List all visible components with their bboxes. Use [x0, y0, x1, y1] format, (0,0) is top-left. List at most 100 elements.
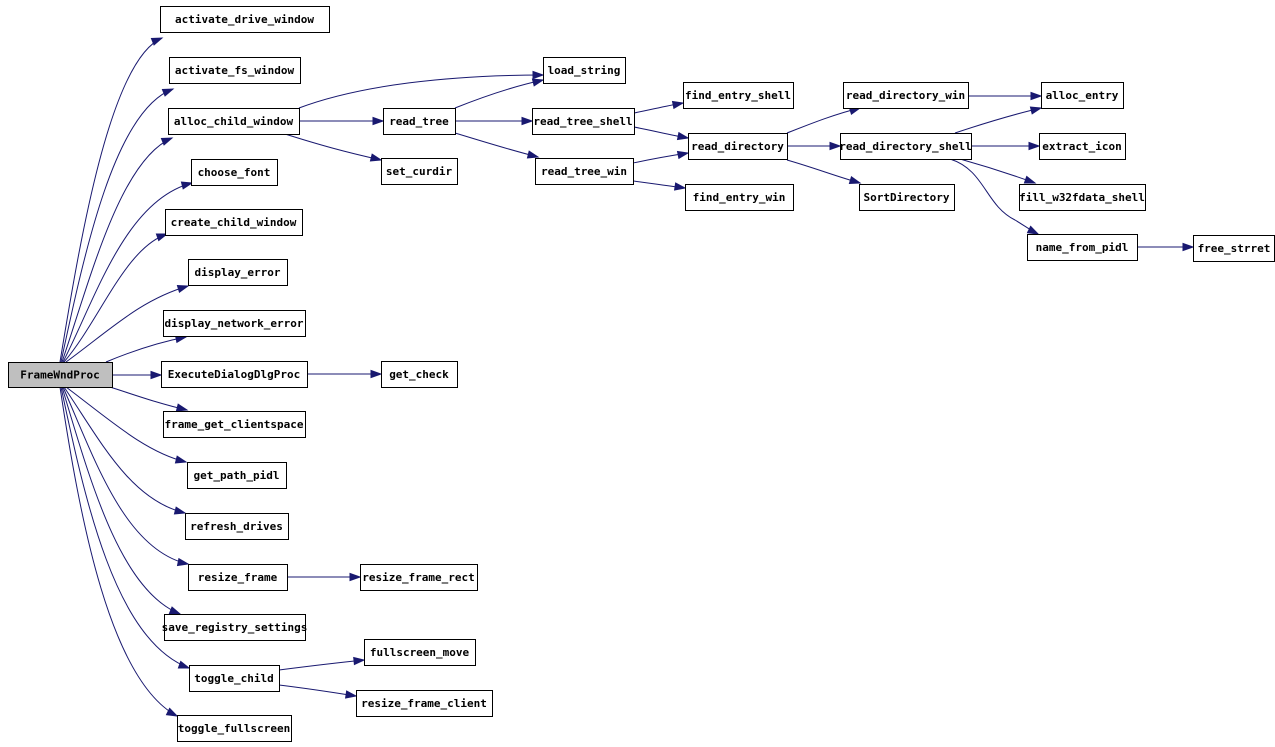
node-SortDirectory[interactable]: SortDirectory: [859, 184, 955, 211]
node-label: refresh_drives: [190, 520, 283, 533]
node-fill_w32fdata_shell[interactable]: fill_w32fdata_shell: [1019, 184, 1146, 211]
node-resize_frame[interactable]: resize_frame: [188, 564, 288, 591]
node-box[interactable]: [840, 133, 972, 160]
node-label: read_tree: [389, 115, 449, 128]
edge-resize_frame-to-resize_frame_rect: [287, 572, 362, 582]
node-find_entry_win[interactable]: find_entry_win: [685, 184, 794, 211]
node-save_registry_settings[interactable]: save_registry_settings: [162, 614, 308, 641]
node-alloc_child_window[interactable]: alloc_child_window: [168, 108, 300, 135]
arrowhead-icon: [848, 175, 862, 185]
node-box[interactable]: [381, 361, 458, 388]
node-box[interactable]: [532, 108, 635, 135]
node-display_error[interactable]: display_error: [188, 259, 288, 286]
edge-read_directory-to-read_directory_win: [786, 106, 862, 134]
node-box[interactable]: [163, 310, 306, 337]
node-frame_get_clientspace[interactable]: frame_get_clientspace: [163, 411, 306, 438]
arrowhead-icon: [370, 369, 383, 379]
node-box[interactable]: [163, 411, 306, 438]
edge-line: [786, 107, 861, 134]
edge-read_directory_shell-to-alloc_entry: [954, 106, 1043, 134]
node-box[interactable]: [187, 462, 287, 489]
node-read_tree_shell[interactable]: read_tree_shell: [532, 108, 635, 135]
edge-line: [59, 386, 178, 717]
node-read_directory[interactable]: read_directory: [688, 133, 788, 160]
node-box[interactable]: [364, 639, 476, 666]
node-get_path_pidl[interactable]: get_path_pidl: [187, 462, 287, 489]
edge-line: [786, 159, 861, 184]
node-FrameWndProc[interactable]: FrameWndProc: [8, 362, 113, 388]
node-box[interactable]: [191, 159, 278, 186]
node-box[interactable]: [168, 108, 300, 135]
node-label: toggle_child: [194, 672, 273, 685]
node-box[interactable]: [535, 158, 634, 185]
node-box[interactable]: [685, 184, 794, 211]
node-box[interactable]: [1041, 82, 1124, 109]
node-read_directory_shell[interactable]: read_directory_shell: [839, 133, 972, 160]
node-read_directory_win[interactable]: read_directory_win: [843, 82, 969, 109]
edge-FrameWndProc-to-get_path_pidl: [65, 386, 188, 464]
node-box[interactable]: [188, 564, 288, 591]
node-find_entry_shell[interactable]: find_entry_shell: [683, 82, 794, 109]
node-label: read_tree_shell: [533, 115, 632, 128]
node-box[interactable]: [360, 564, 478, 591]
node-box[interactable]: [383, 108, 456, 135]
edge-FrameWndProc-to-toggle_fullscreen: [59, 386, 179, 717]
node-box[interactable]: [859, 184, 955, 211]
node-box[interactable]: [189, 665, 280, 692]
node-box[interactable]: [543, 57, 626, 84]
node-box[interactable]: [185, 513, 289, 540]
root-node-box[interactable]: [8, 362, 113, 388]
node-toggle_fullscreen[interactable]: toggle_fullscreen: [177, 715, 292, 742]
node-box[interactable]: [160, 6, 330, 33]
edge-line: [65, 285, 189, 363]
node-box[interactable]: [683, 82, 794, 109]
node-box[interactable]: [164, 614, 306, 641]
node-box[interactable]: [188, 259, 288, 286]
node-read_tree_win[interactable]: read_tree_win: [535, 158, 634, 185]
node-box[interactable]: [1027, 234, 1138, 261]
edge-read_tree-to-read_tree_win: [454, 132, 540, 159]
node-box[interactable]: [161, 361, 308, 388]
node-label: fullscreen_move: [370, 646, 470, 659]
node-box[interactable]: [688, 133, 788, 160]
arrowhead-icon: [160, 137, 174, 146]
node-box[interactable]: [1019, 184, 1146, 211]
node-fullscreen_move[interactable]: fullscreen_move: [364, 639, 476, 666]
node-choose_font[interactable]: choose_font: [191, 159, 278, 186]
edge-alloc_child_window-to-read_tree: [299, 116, 385, 126]
edge-toggle_child-to-resize_frame_client: [278, 684, 358, 699]
edge-FrameWndProc-to-choose_font: [62, 181, 194, 363]
node-alloc_entry[interactable]: alloc_entry: [1041, 82, 1124, 109]
node-box[interactable]: [1039, 133, 1126, 160]
arrowhead-icon: [353, 656, 366, 666]
node-extract_icon[interactable]: extract_icon: [1039, 133, 1126, 160]
node-activate_drive_window[interactable]: activate_drive_window: [160, 6, 330, 33]
node-resize_frame_client[interactable]: resize_frame_client: [356, 690, 493, 717]
node-box[interactable]: [169, 57, 301, 84]
node-label: alloc_child_window: [174, 115, 294, 128]
arrowhead-icon: [161, 88, 175, 97]
node-box[interactable]: [1193, 235, 1275, 262]
node-label: create_child_window: [171, 216, 297, 229]
node-load_string[interactable]: load_string: [543, 57, 626, 84]
arrowhead-icon: [150, 37, 164, 46]
node-ExecuteDialogDlgProc[interactable]: ExecuteDialogDlgProc: [161, 361, 308, 388]
node-display_network_error[interactable]: display_network_error: [163, 310, 306, 337]
node-name_from_pidl[interactable]: name_from_pidl: [1027, 234, 1138, 261]
node-set_curdir[interactable]: set_curdir: [381, 158, 458, 185]
node-box[interactable]: [381, 158, 458, 185]
node-get_check[interactable]: get_check: [381, 361, 458, 388]
node-refresh_drives[interactable]: refresh_drives: [185, 513, 289, 540]
node-create_child_window[interactable]: create_child_window: [165, 209, 303, 236]
node-box[interactable]: [356, 690, 493, 717]
edge-read_directory_shell-to-name_from_pidl: [949, 158, 1040, 235]
node-box[interactable]: [843, 82, 969, 109]
node-activate_fs_window[interactable]: activate_fs_window: [169, 57, 301, 84]
node-box[interactable]: [165, 209, 303, 236]
node-free_strret[interactable]: free_strret: [1193, 235, 1275, 262]
node-box[interactable]: [177, 715, 292, 742]
edge-line: [60, 88, 174, 363]
node-read_tree[interactable]: read_tree: [383, 108, 456, 135]
node-toggle_child[interactable]: toggle_child: [189, 665, 280, 692]
node-resize_frame_rect[interactable]: resize_frame_rect: [360, 564, 478, 591]
